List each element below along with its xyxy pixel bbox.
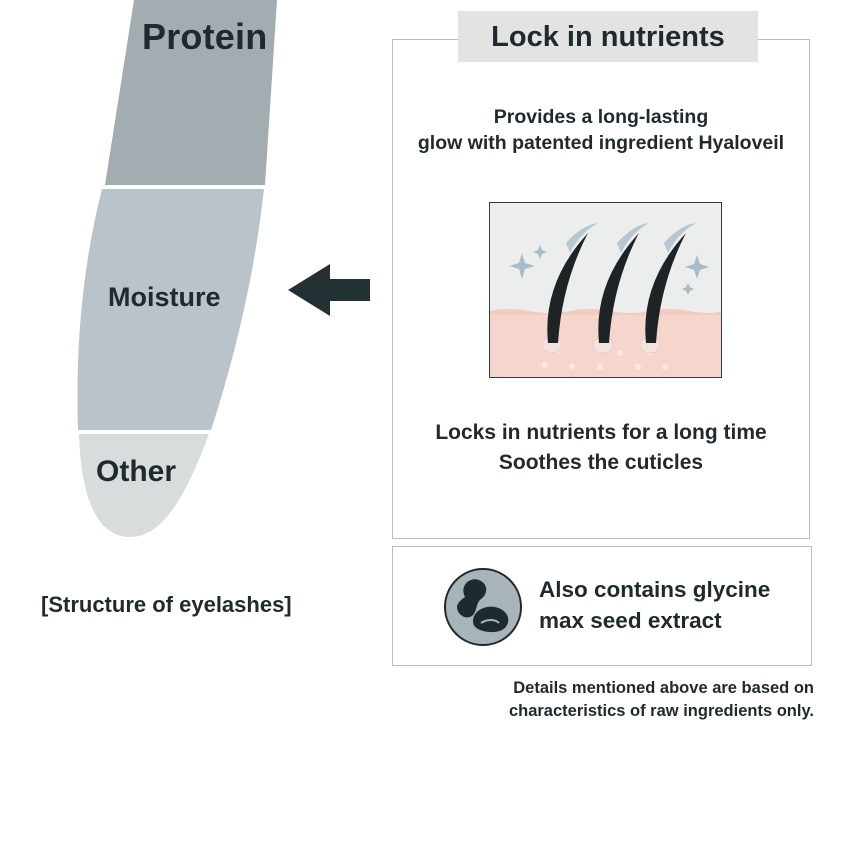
- arrow-left-icon: [288, 264, 370, 316]
- description-line: Locks in nutrients for a long time: [435, 421, 767, 444]
- description-line: Soothes the cuticles: [498, 451, 704, 474]
- disclaimer-note: Details mentioned above are based on cha…: [470, 677, 814, 723]
- disclaimer-line: characteristics of raw ingredients only.: [508, 702, 814, 720]
- panel-description-top: Provides a long-lasting glow with patent…: [392, 104, 810, 156]
- protein-label: Protein: [142, 16, 268, 57]
- panel-title: Lock in nutrients: [458, 11, 758, 62]
- panel-description-bottom: Locks in nutrients for a long time Sooth…: [392, 418, 810, 478]
- extra-ingredient-text: Also contains glycine max seed extract: [539, 574, 770, 636]
- protein-segment: [105, 0, 277, 185]
- eyelash-follicle-illustration: [489, 202, 722, 378]
- structure-caption: [Structure of eyelashes]: [41, 592, 292, 617]
- other-segment: [79, 434, 209, 537]
- eyelash-structure-diagram: [77, 0, 277, 537]
- other-label: Other: [96, 455, 177, 488]
- description-line: glow with patented ingredient Hyaloveil: [417, 132, 785, 154]
- extra-line: max seed extract: [539, 608, 722, 633]
- extra-line: Also contains glycine: [539, 577, 771, 602]
- extra-ingredient-box: [392, 546, 812, 666]
- moisture-segment: [77, 189, 265, 430]
- soybean-icon: [444, 568, 522, 646]
- moisture-label: Moisture: [108, 282, 221, 312]
- disclaimer-line: Details mentioned above are based on: [513, 679, 814, 697]
- description-line: Provides a long-lasting: [493, 106, 709, 128]
